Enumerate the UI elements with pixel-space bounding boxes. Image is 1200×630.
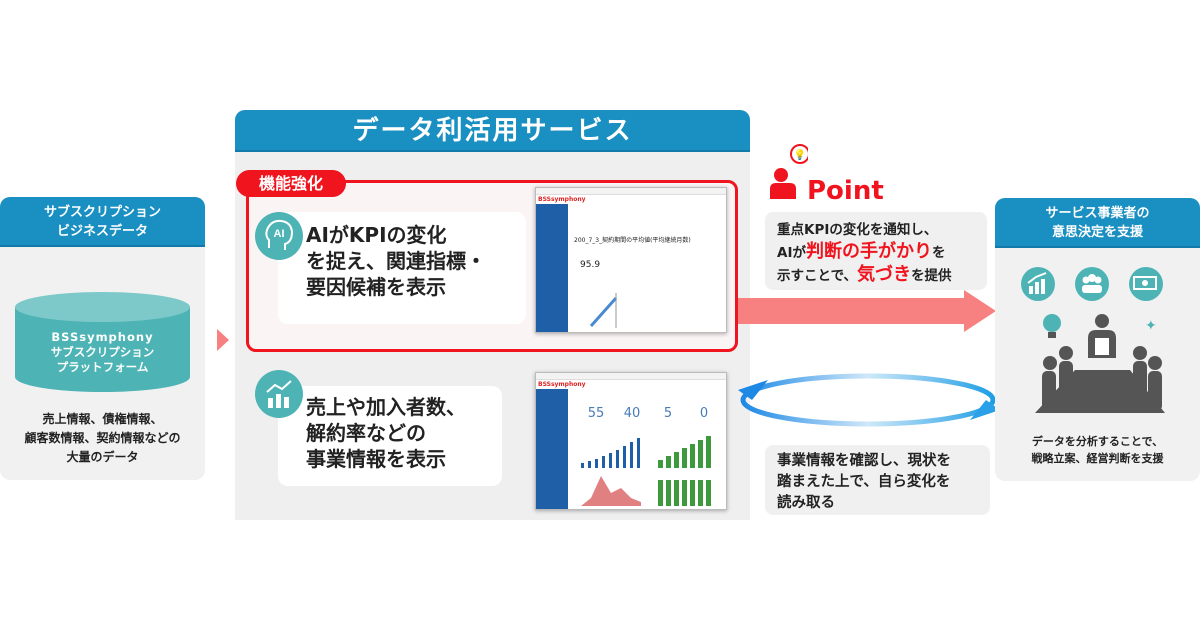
right-title-line1: サービス事業者の xyxy=(1045,206,1150,221)
point-text: AIが xyxy=(777,245,806,261)
cycle-line1: 事業情報を確認し、現状を xyxy=(777,453,951,469)
growth-chart-icon xyxy=(1021,267,1055,301)
mini-charts xyxy=(581,436,711,506)
shot1-value: 95.9 xyxy=(580,260,601,270)
right-panel-header: サービス事業者の 意思決定を支援 xyxy=(995,198,1200,248)
left-panel: サブスクリプション ビジネスデータ BSSsymphony サブスクリプション … xyxy=(0,197,205,480)
right-title-line2: 意思決定を支援 xyxy=(1051,225,1143,240)
point-text: 示すことで、 xyxy=(777,268,858,284)
feature2-line2: 解約率などの xyxy=(306,421,426,445)
ai-head-icon: AI xyxy=(255,212,303,264)
left-desc-2: 顧客数情報、契約情報などの xyxy=(24,431,181,445)
analytics-chart-icon xyxy=(255,370,303,422)
right-desc-1: データを分析することで、 xyxy=(1031,435,1164,448)
db-label-1: BSSsymphony xyxy=(51,330,154,344)
feature1-line3: 要因候補を表示 xyxy=(306,275,446,299)
users-icon xyxy=(1075,267,1109,301)
shot2-kpi: 55 xyxy=(587,406,605,421)
shot2-kpi: 40 xyxy=(623,406,641,421)
shot2-kpi: 5 xyxy=(663,406,673,421)
db-label-3: プラットフォーム xyxy=(56,360,149,374)
cycle-arrow-icon xyxy=(738,370,1000,436)
cycle-box: 事業情報を確認し、現状を 踏まえた上で、自ら変化を 読み取る xyxy=(765,445,990,515)
left-title-line1: サブスクリプション xyxy=(43,205,161,220)
left-desc-3: 大量のデータ xyxy=(66,450,139,464)
db-label-2: サブスクリプション xyxy=(50,345,155,359)
kpi-screenshot: BSSsymphony 200_7_3_契約期間の平均値(平均継続月数) 95.… xyxy=(535,187,727,333)
feature1-box: AIがKPIの変化 を捉え、関連指標・ 要因候補を表示 xyxy=(278,212,526,324)
cycle-line2: 踏まえた上で、自ら変化を xyxy=(777,474,951,490)
small-arrow-icon xyxy=(217,329,229,355)
feature2-line1: 売上や加入者数、 xyxy=(306,395,466,419)
left-desc-1: 売上情報、債権情報、 xyxy=(42,412,163,426)
svg-text:✦: ✦ xyxy=(1145,318,1157,334)
database-icon: BSSsymphony サブスクリプション プラットフォーム xyxy=(15,292,190,392)
left-panel-header: サブスクリプション ビジネスデータ xyxy=(0,197,205,247)
feature1-line1: AIがKPIの変化 xyxy=(306,223,447,247)
left-title-line2: ビジネスデータ xyxy=(56,224,148,239)
svg-text:💡: 💡 xyxy=(794,148,806,161)
right-desc-2: 戦略立案、経営判断を支援 xyxy=(1031,452,1164,465)
svg-text:AI: AI xyxy=(274,228,285,240)
feature2-line3: 事業情報を表示 xyxy=(306,447,446,471)
point-highlight: 気づき xyxy=(857,264,912,285)
point-line1: 重点KPIの変化を通知し、 xyxy=(777,222,938,238)
feature2-box: 売上や加入者数、 解約率などの 事業情報を表示 xyxy=(278,386,502,486)
point-text: を xyxy=(931,245,946,261)
point-person-icon: 💡 xyxy=(768,143,810,205)
point-label: Point xyxy=(807,176,884,206)
point-highlight: 判断の手がかり xyxy=(805,241,932,262)
feature-tag: 機能強化 xyxy=(236,170,346,197)
shot1-heading: 200_7_3_契約期間の平均値(平均継続月数) xyxy=(574,237,691,244)
right-panel: サービス事業者の 意思決定を支援 ✦ データを分析することで、 戦略立案、経営判… xyxy=(995,198,1200,481)
shot2-kpi: 0 xyxy=(699,406,709,421)
point-text: を提供 xyxy=(911,268,952,284)
feature1-line2: を捉え、関連指標・ xyxy=(306,249,486,273)
meeting-icon: ✦ xyxy=(1035,314,1165,413)
cycle-line3: 読み取る xyxy=(777,495,835,511)
main-arrow-icon xyxy=(738,290,998,336)
point-box: 重点KPIの変化を通知し、 AIが判断の手がかりを 示すことで、気づきを提供 xyxy=(765,212,987,290)
dashboard-screenshot: BSSsymphony 55 40 5 0 xyxy=(535,372,727,510)
center-title: データ利活用サービス xyxy=(235,110,750,152)
money-icon xyxy=(1129,267,1163,301)
